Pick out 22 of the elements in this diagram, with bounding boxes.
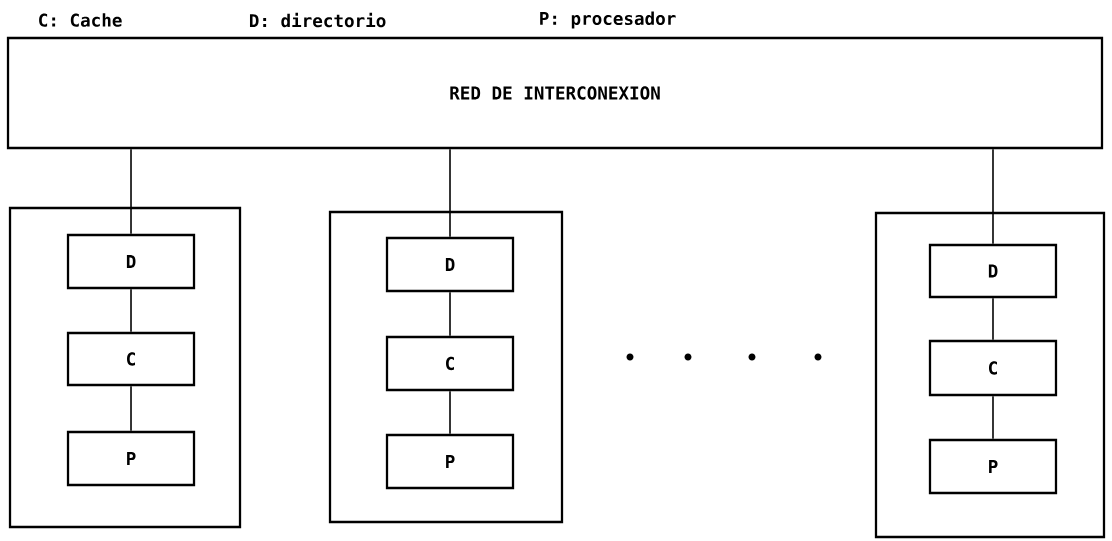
component-box: D	[66, 233, 196, 290]
connector-line	[130, 288, 132, 333]
component-box: C	[928, 339, 1058, 397]
connector-line	[449, 148, 451, 238]
module-box	[874, 211, 1106, 539]
connector-line	[449, 291, 451, 337]
component-box: P	[385, 433, 515, 490]
module-box	[328, 210, 564, 524]
connector-line	[449, 390, 451, 435]
connector-line	[992, 395, 994, 440]
connector-line	[992, 148, 994, 245]
component-box: C	[66, 331, 196, 387]
connector-line	[130, 385, 132, 432]
component-box: D	[385, 236, 515, 293]
component-box: P	[66, 430, 196, 487]
component-box: C	[385, 335, 515, 392]
connector-line	[992, 297, 994, 341]
component-box: P	[928, 438, 1058, 495]
network-box: RED DE INTERCONEXION	[6, 36, 1104, 150]
connector-line	[130, 148, 132, 235]
component-box: D	[928, 243, 1058, 299]
module-box	[8, 206, 242, 529]
